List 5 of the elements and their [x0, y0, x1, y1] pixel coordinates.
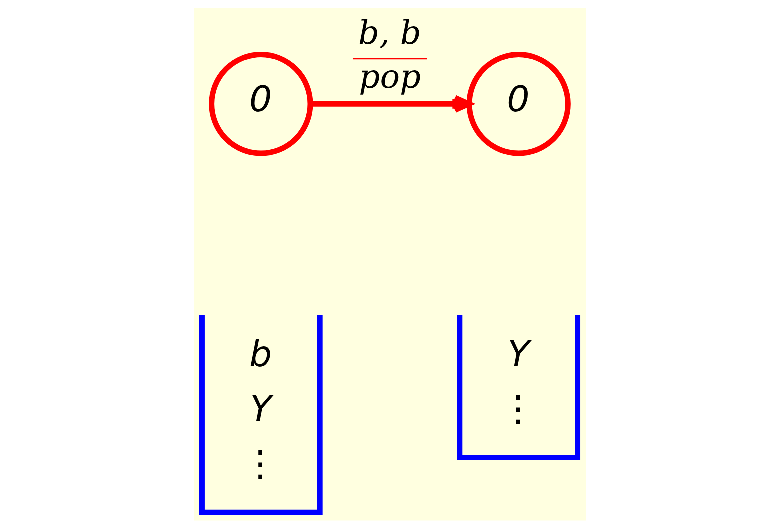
node-text: b Y ⋮: [242, 334, 278, 485]
node-text: Y ⋮: [500, 334, 536, 430]
node-circle: 0: [466, 52, 571, 156]
node-circle: 0: [209, 52, 314, 156]
edge-label: b, b pop: [358, 13, 422, 96]
